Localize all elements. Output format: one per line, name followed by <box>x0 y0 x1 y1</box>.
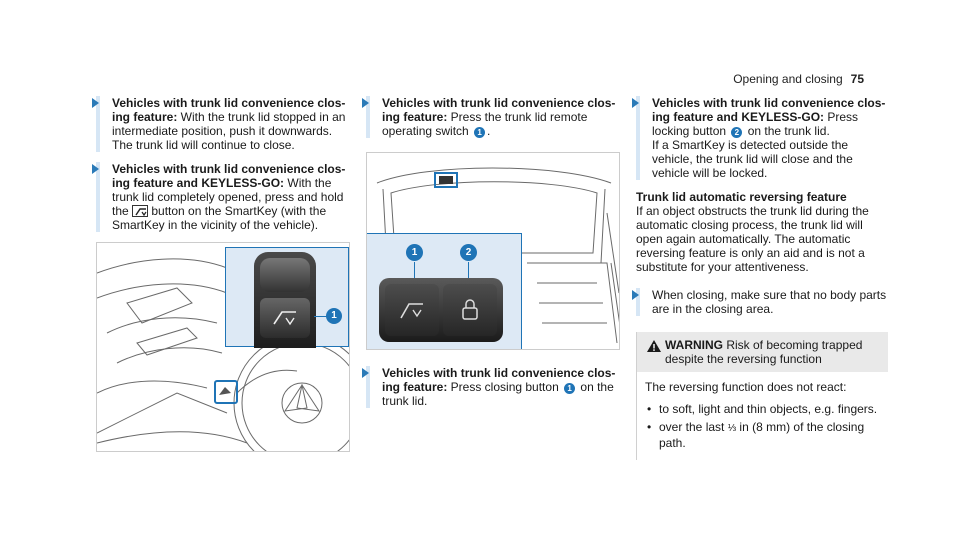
callout-line <box>414 262 415 278</box>
instruction-step: Vehicles with trunk lid convenience clos… <box>632 96 888 180</box>
instruction-step: Vehicles with trunk lid convenience clos… <box>362 366 618 408</box>
trunk-close-button <box>260 298 310 338</box>
step-arrow-icon <box>362 98 369 108</box>
column-1: Vehicles with trunk lid convenience clos… <box>92 96 350 452</box>
step-text: When closing, make sure that no body par… <box>652 288 887 316</box>
column-2: Vehicles with trunk lid convenience clos… <box>362 96 620 418</box>
step-arrow-icon <box>632 290 639 300</box>
step-arrow-icon <box>632 98 639 108</box>
warning-header: WARNING Risk of becoming trapped despite… <box>637 332 888 372</box>
warning-intro: The reversing function does not react: <box>645 380 847 394</box>
warning-triangle-icon <box>647 340 661 352</box>
callout-ref: 2 <box>731 127 743 138</box>
callout-ref: 1 <box>474 127 486 138</box>
interior-illustration <box>97 258 349 451</box>
step-condition: Vehicles with trunk lid convenience clos… <box>382 96 616 124</box>
figure-trunk-lid: 1 2 <box>366 152 620 350</box>
step-text: With the trunk lid stopped in an interme… <box>112 110 346 152</box>
trunk-close-key-icon <box>132 205 149 217</box>
instruction-step: Vehicles with trunk lid convenience clos… <box>92 162 348 232</box>
section-title: Opening and closing <box>733 72 843 86</box>
callout-line <box>468 262 469 278</box>
smartkey-body <box>254 252 316 348</box>
lock-icon <box>462 299 478 320</box>
button-panel <box>379 278 503 342</box>
callout-ref: 1 <box>564 383 576 394</box>
smartkey-button-top <box>260 258 310 292</box>
instruction-step: Vehicles with trunk lid convenience clos… <box>362 96 618 138</box>
warning-body: The reversing function does not react: t… <box>637 372 888 460</box>
warning-box: WARNING Risk of becoming trapped despite… <box>636 332 888 460</box>
section-paragraph: If an object obstructs the trunk lid dur… <box>636 204 869 274</box>
callout-line <box>314 316 328 317</box>
locking-button <box>443 284 497 336</box>
list-item: to soft, light and thin objects, e.g. fi… <box>645 402 880 416</box>
warning-list: to soft, light and thin objects, e.g. fi… <box>645 402 880 450</box>
inset-trunk-key: 1 <box>225 247 349 348</box>
step-text: Press locking button <box>652 110 859 138</box>
fraction: ⅓ <box>727 423 737 434</box>
callout-badge-2: 2 <box>460 244 477 261</box>
page-header: Opening and closing 75 <box>733 72 864 86</box>
figure-interior-steering: 1 <box>96 242 350 452</box>
step-text: Press closing button <box>447 380 563 394</box>
step-text: If a SmartKey is detected outside the ve… <box>652 138 853 180</box>
closing-button <box>385 284 439 336</box>
instruction-step: When closing, make sure that no body par… <box>632 288 888 316</box>
callout-badge-1: 1 <box>406 244 423 261</box>
warning-title: Risk of becoming trapped despite the rev… <box>665 338 863 366</box>
page-number: 75 <box>850 72 864 86</box>
step-text: With the trunk lid completely opened, pr… <box>112 176 344 218</box>
warning-label: WARNING <box>665 338 723 352</box>
step-arrow-icon <box>362 368 369 378</box>
section-heading: Trunk lid automatic reversing feature <box>636 190 847 204</box>
instruction-step: Vehicles with trunk lid convenience clos… <box>92 96 348 152</box>
inset-trunk-buttons: 1 2 <box>367 233 522 349</box>
step-arrow-icon <box>92 164 99 174</box>
step-text: button on the SmartKey (with the SmartKe… <box>112 204 327 232</box>
list-item: over the last ⅓ in (8 mm) of the closing… <box>645 420 880 450</box>
step-condition: Vehicles with trunk lid convenience clos… <box>652 96 886 124</box>
column-3: Vehicles with trunk lid convenience clos… <box>632 96 888 460</box>
step-text: Press the trunk lid remote oper­ating sw… <box>382 110 588 138</box>
step-condition: Vehicles with trunk lid convenience clos… <box>382 366 616 394</box>
step-condition: Vehicles with trunk lid convenience clos… <box>112 162 346 190</box>
step-condition: Vehicles with trunk lid convenience clos… <box>112 96 346 124</box>
callout-badge: 1 <box>326 308 342 324</box>
step-arrow-icon <box>92 98 99 108</box>
